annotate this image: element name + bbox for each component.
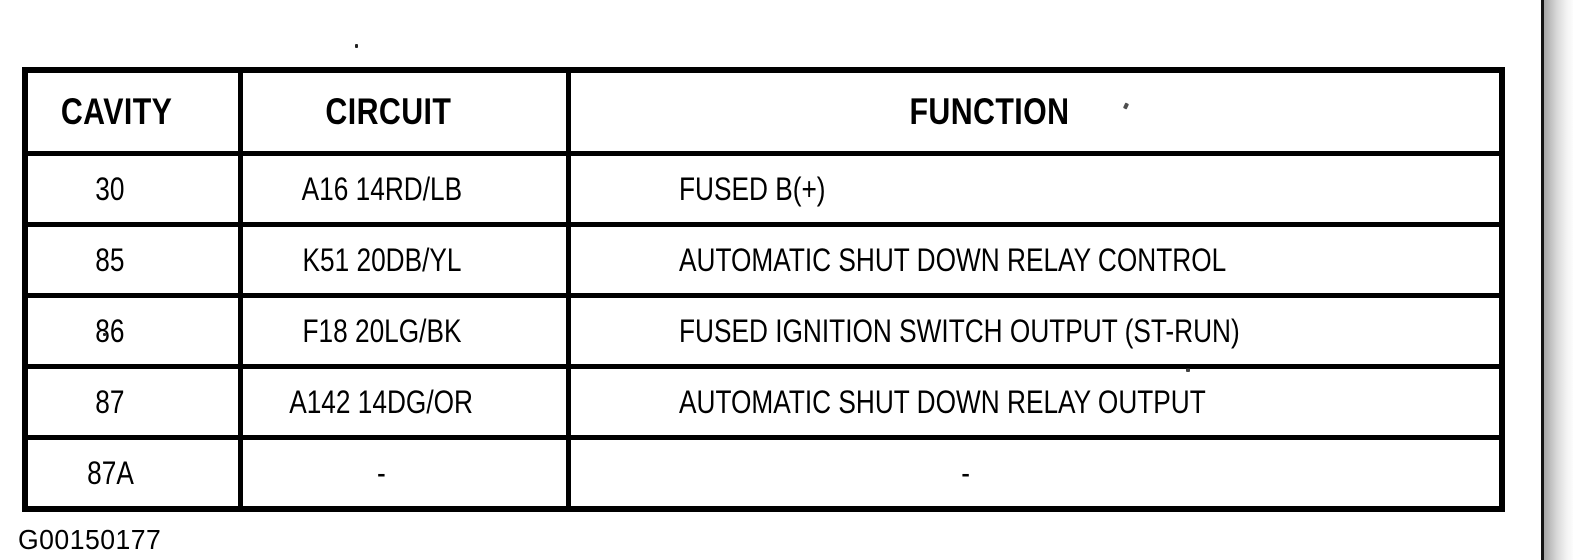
- table-row-30-cavity-cell: 30: [28, 156, 238, 222]
- function-value: FUSED IGNITION SWITCH OUTPUT (ST-RUN): [679, 312, 1240, 349]
- function-value: AUTOMATIC SHUT DOWN RELAY CONTROL: [679, 241, 1227, 278]
- column-header-cavity: CAVITY: [28, 73, 238, 151]
- table-row-87a-function-cell: -: [571, 440, 1499, 506]
- circuit-value: A142 14DG/OR: [289, 383, 474, 420]
- circuit-value: K51 20DB/YL: [302, 241, 462, 278]
- cavity-value: 87: [95, 383, 125, 420]
- cavity-value: 87A: [86, 454, 134, 491]
- circuit-value: -: [377, 454, 386, 491]
- function-value: AUTOMATIC SHUT DOWN RELAY OUTPUT: [679, 383, 1206, 420]
- table-row-85-circuit-cell: K51 20DB/YL: [243, 227, 566, 293]
- scan-speck: [103, 333, 106, 336]
- cavity-value: 30: [95, 170, 125, 207]
- connector-pinout-table: CAVITY CIRCUIT FUNCTION 30 A16 14RD/LB F…: [22, 67, 1505, 512]
- column-header-function: FUNCTION: [571, 73, 1499, 151]
- function-value: -: [960, 454, 970, 491]
- scan-edge-gradient: [1544, 0, 1573, 560]
- figure-id-label: G00150177: [18, 524, 162, 555]
- table-row-85-function-cell: AUTOMATIC SHUT DOWN RELAY CONTROL: [571, 227, 1499, 293]
- table-row-87-function-cell: AUTOMATIC SHUT DOWN RELAY OUTPUT: [571, 369, 1499, 435]
- table-row-85-cavity-cell: 85: [28, 227, 238, 293]
- table-row-86-cavity-cell: 86: [28, 298, 238, 364]
- table-row-87-cavity-cell: 87: [28, 369, 238, 435]
- scan-edge-line: [1541, 0, 1544, 560]
- scan-speck: [1186, 368, 1190, 372]
- column-header-circuit-label: CIRCUIT: [325, 91, 452, 132]
- table-row-86-function-cell: FUSED IGNITION SWITCH OUTPUT (ST-RUN): [571, 298, 1499, 364]
- scan-speck: [355, 44, 358, 48]
- column-header-cavity-label: CAVITY: [60, 91, 173, 132]
- circuit-value: A16 14RD/LB: [301, 170, 462, 207]
- table-row-30-function-cell: FUSED B(+): [571, 156, 1499, 222]
- table-row-86-circuit-cell: F18 20LG/BK: [243, 298, 566, 364]
- circuit-value: F18 20LG/BK: [302, 312, 462, 349]
- table-row-30-circuit-cell: A16 14RD/LB: [243, 156, 566, 222]
- function-value: FUSED B(+): [679, 170, 826, 207]
- table-row-87a-cavity-cell: 87A: [28, 440, 238, 506]
- table-row-87-circuit-cell: A142 14DG/OR: [243, 369, 566, 435]
- table-row-87a-circuit-cell: -: [243, 440, 566, 506]
- cavity-value: 86: [95, 312, 125, 349]
- column-header-function-label: FUNCTION: [909, 91, 1070, 132]
- column-header-circuit: CIRCUIT: [243, 73, 566, 151]
- cavity-value: 85: [95, 241, 125, 278]
